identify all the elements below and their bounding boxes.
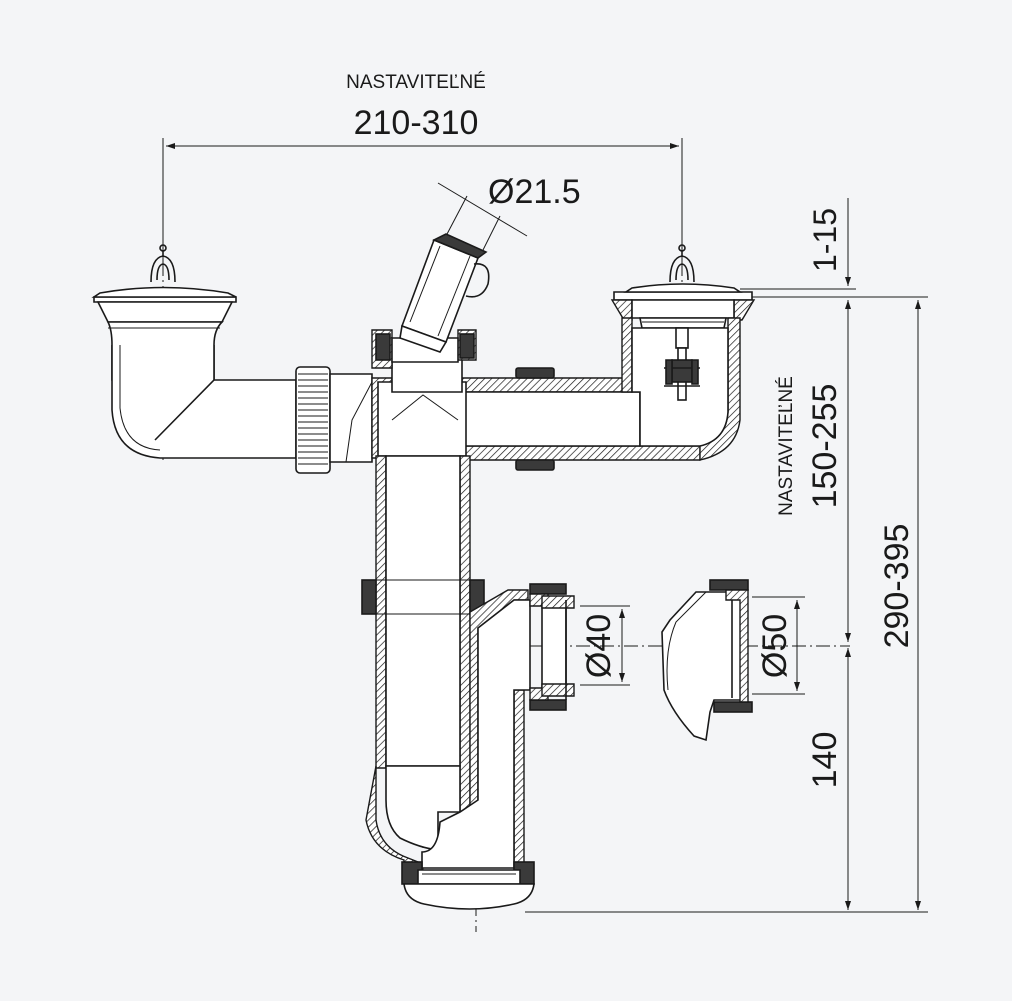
right-total-value: 290-395 [878,524,916,649]
outlet-40-label: Ø40 [580,614,618,678]
inlet-diameter-label: Ø21.5 [488,173,581,211]
bottle-trap [365,589,535,910]
right-sink-strainer [610,244,756,461]
left-knurled-nut [295,366,373,474]
right-lower-value: 140 [806,732,844,789]
left-sink-strainer [91,244,297,459]
top-span-value: 210-310 [354,104,479,142]
right-upper-value: 150-255 [806,384,844,509]
outlet-40 [529,583,575,711]
outlet-50-adapter [661,579,753,742]
dimension-labels: NASTAVITEĽNÉ 210-310 Ø21.5 1-15 NASTAVIT… [346,72,916,788]
right-adjustable-label: NASTAVITEĽNÉ [776,376,797,516]
right-small-value: 1-15 [807,208,843,272]
vertical-standpipe [361,455,485,813]
central-tee [371,329,701,471]
inclined-overflow-inlet [399,233,490,353]
dimension-lines [162,138,928,913]
top-adjustable-label: NASTAVITEĽNÉ [346,72,486,93]
outlet-50-label: Ø50 [756,614,794,678]
